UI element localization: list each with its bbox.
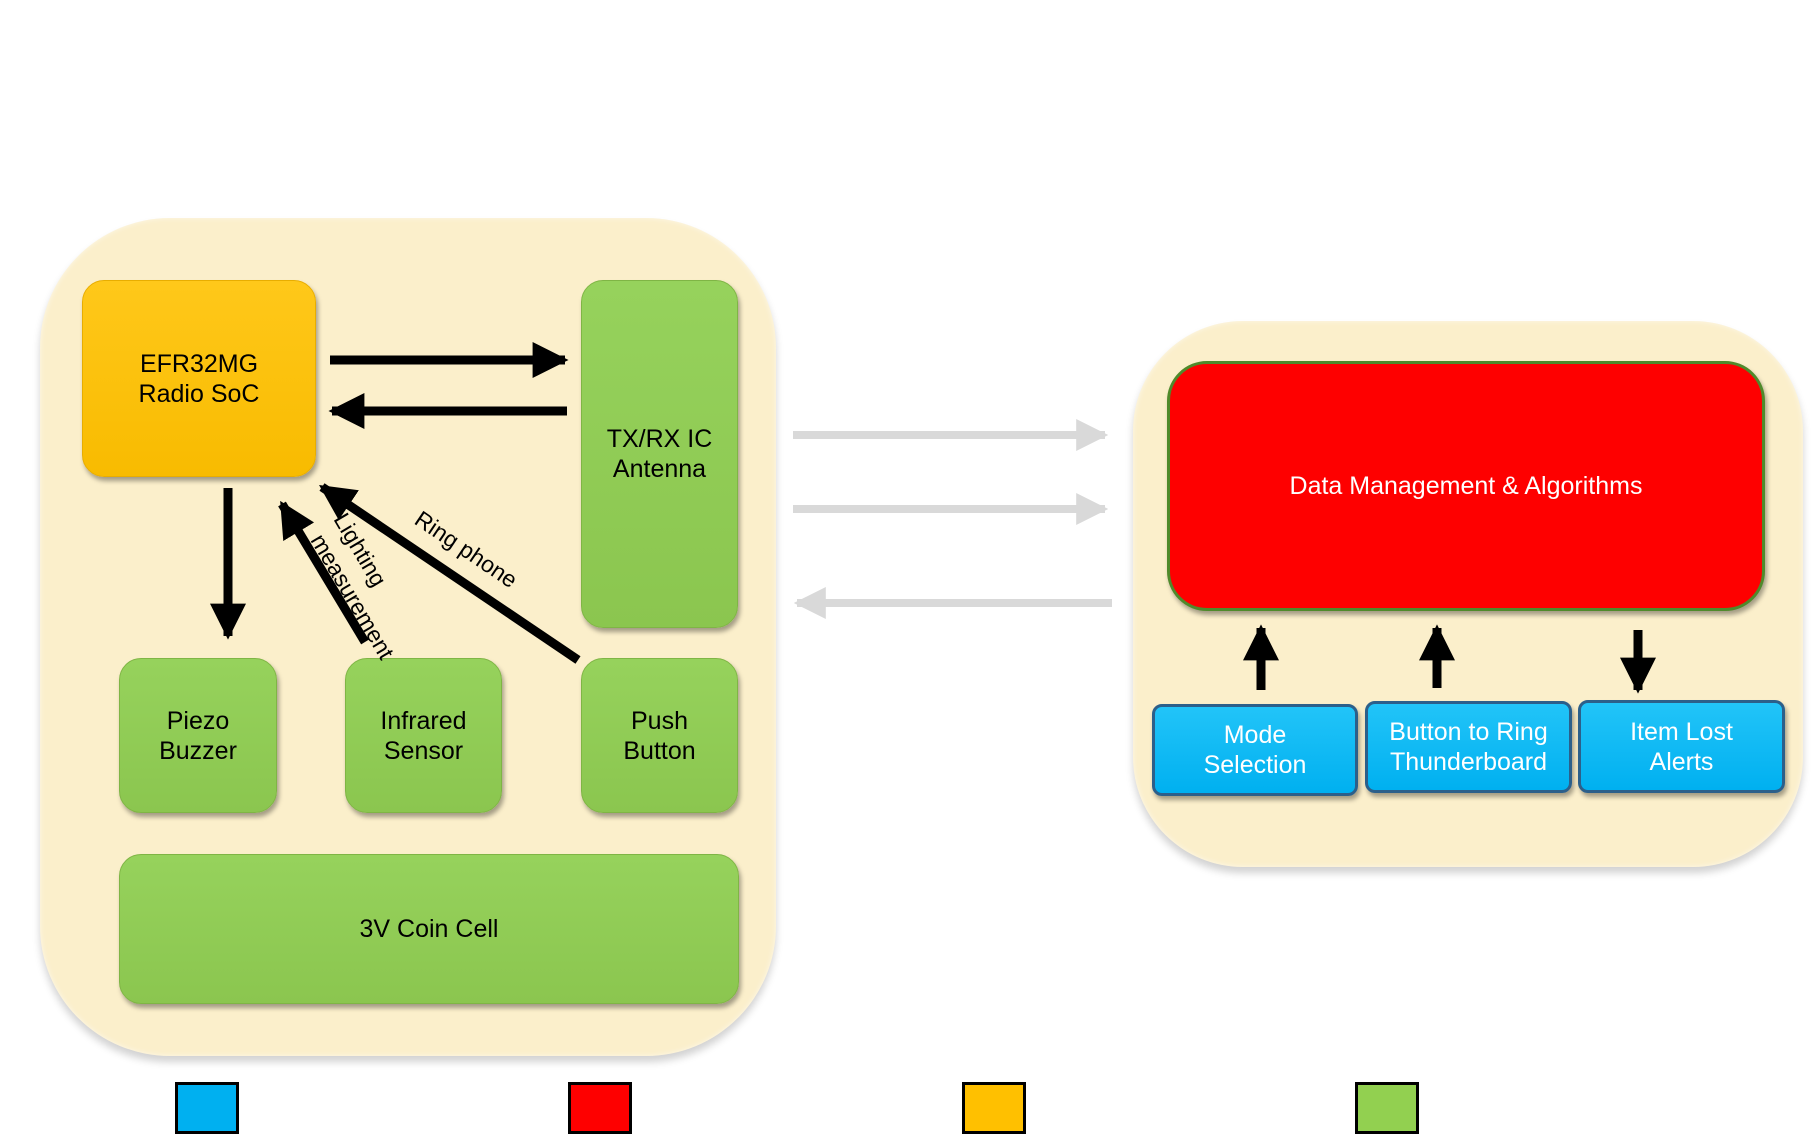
legend-swatch-yellow (962, 1082, 1026, 1134)
button-to-ring-block: Button to Ring Thunderboard (1365, 701, 1572, 793)
piezo-buzzer-block: Piezo Buzzer (119, 658, 277, 813)
coin-cell-label: 3V Coin Cell (359, 915, 499, 943)
infrared-sensor-block: Infrared Sensor (345, 658, 502, 813)
coin-cell-block: 3V Coin Cell (119, 854, 739, 1004)
button-to-ring-label: Button to Ring Thunderboard (1389, 718, 1548, 776)
txrx-antenna-label: TX/RX IC Antenna (606, 425, 713, 483)
txrx-antenna-block: TX/RX IC Antenna (581, 280, 738, 628)
infrared-sensor-label: Infrared Sensor (380, 706, 467, 765)
data-management-label: Data Management & Algorithms (1289, 472, 1643, 500)
legend-swatch-red (568, 1082, 632, 1134)
mode-selection-block: Mode Selection (1152, 704, 1358, 796)
push-button-block: Push Button (581, 658, 738, 813)
data-management-block: Data Management & Algorithms (1167, 361, 1765, 611)
legend-swatch-blue (175, 1082, 239, 1134)
legend-swatch-green (1355, 1082, 1419, 1134)
item-lost-alerts-block: Item Lost Alerts (1578, 700, 1785, 793)
efr32mg-radio-soc-block: EFR32MG Radio SoC (82, 280, 316, 477)
push-button-label: Push Button (623, 706, 696, 765)
item-lost-alerts-label: Item Lost Alerts (1630, 717, 1733, 776)
piezo-buzzer-label: Piezo Buzzer (159, 706, 237, 765)
mode-selection-label: Mode Selection (1203, 721, 1307, 779)
efr32mg-radio-soc-label: EFR32MG Radio SoC (138, 349, 260, 408)
